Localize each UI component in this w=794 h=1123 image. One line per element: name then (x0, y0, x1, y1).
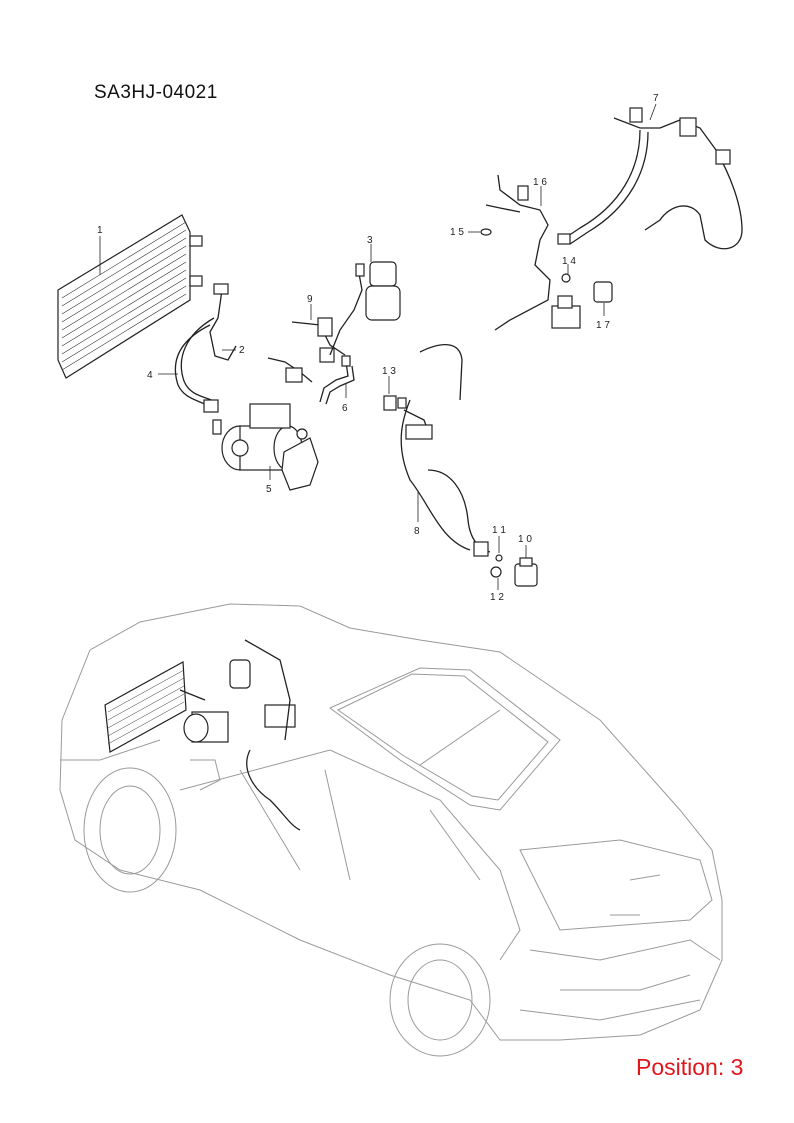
compressor-part (221, 403, 319, 491)
bolt-13-part (383, 395, 407, 411)
callout-7: 7 (653, 93, 659, 104)
accumulator-part (329, 261, 401, 356)
callout-4: 4 (147, 370, 153, 381)
leader-line-7 (649, 103, 657, 121)
callout-8: 8 (414, 526, 420, 537)
callout-9: 9 (307, 294, 313, 305)
hose-6-part (319, 355, 355, 405)
switch-10-part (514, 557, 538, 587)
valve-11-part (495, 554, 503, 562)
hose-4-part (174, 317, 222, 435)
callout-6: 6 (342, 403, 348, 414)
hose-7-part (557, 107, 743, 250)
hose-9-part (267, 317, 346, 383)
pipe-16-part (485, 174, 551, 331)
pipe-2-part (209, 283, 237, 361)
position-label: Position: 3 (636, 1054, 744, 1080)
callout-5: 5 (266, 484, 272, 495)
callout-12: 1 2 (490, 592, 504, 603)
vehicle-outline (59, 603, 723, 1057)
callout-1: 1 (97, 225, 103, 236)
callout-13: 1 3 (382, 366, 396, 377)
callout-14: 1 4 (562, 256, 576, 267)
hose-8-part (400, 344, 491, 557)
oring-15-part (480, 228, 492, 236)
callout-2: 2 (239, 345, 245, 356)
condenser-part (57, 214, 203, 379)
callout-15: 1 5 (450, 227, 464, 238)
oring-12-part (490, 566, 502, 578)
callout-17: 1 7 (596, 320, 610, 331)
diagram-code: SA3HJ-04021 (94, 82, 218, 103)
valve-14-part (551, 273, 581, 329)
callout-11: 1 1 (492, 525, 506, 536)
callout-16: 1 6 (533, 177, 547, 188)
callout-3: 3 (367, 235, 373, 246)
sensor-17-part (593, 281, 613, 303)
vehicle-components (104, 639, 301, 831)
callout-10: 1 0 (518, 534, 532, 545)
